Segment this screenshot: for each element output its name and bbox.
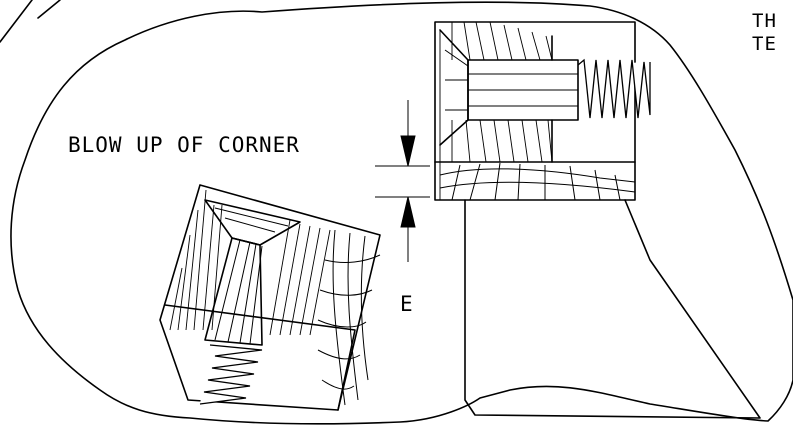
lower-leg bbox=[464, 199, 761, 419]
dimension-e: E bbox=[375, 100, 430, 316]
outline-boundary bbox=[10, 1, 793, 425]
note-line-2: TH bbox=[752, 10, 777, 32]
detail-thread bbox=[199, 344, 263, 405]
edge-lines-top-left bbox=[0, 0, 61, 43]
detail-hatch bbox=[169, 189, 331, 336]
detail-screw-shank bbox=[204, 237, 263, 346]
section-hatch bbox=[439, 21, 553, 200]
detail-mesh bbox=[317, 229, 381, 406]
countersink-cone bbox=[439, 29, 469, 146]
corner-detail bbox=[159, 184, 381, 411]
bolt-thread bbox=[577, 58, 651, 119]
section-view-right bbox=[434, 21, 761, 419]
section-frame bbox=[434, 21, 636, 201]
blowup-title: BLOW UP OF CORNER bbox=[68, 133, 300, 157]
note-text: TH TE bbox=[752, 10, 777, 55]
weld-region bbox=[439, 162, 636, 201]
dimension-letter: E bbox=[400, 292, 414, 316]
detail-outline bbox=[159, 184, 381, 411]
note-line-3: TE bbox=[752, 33, 777, 55]
